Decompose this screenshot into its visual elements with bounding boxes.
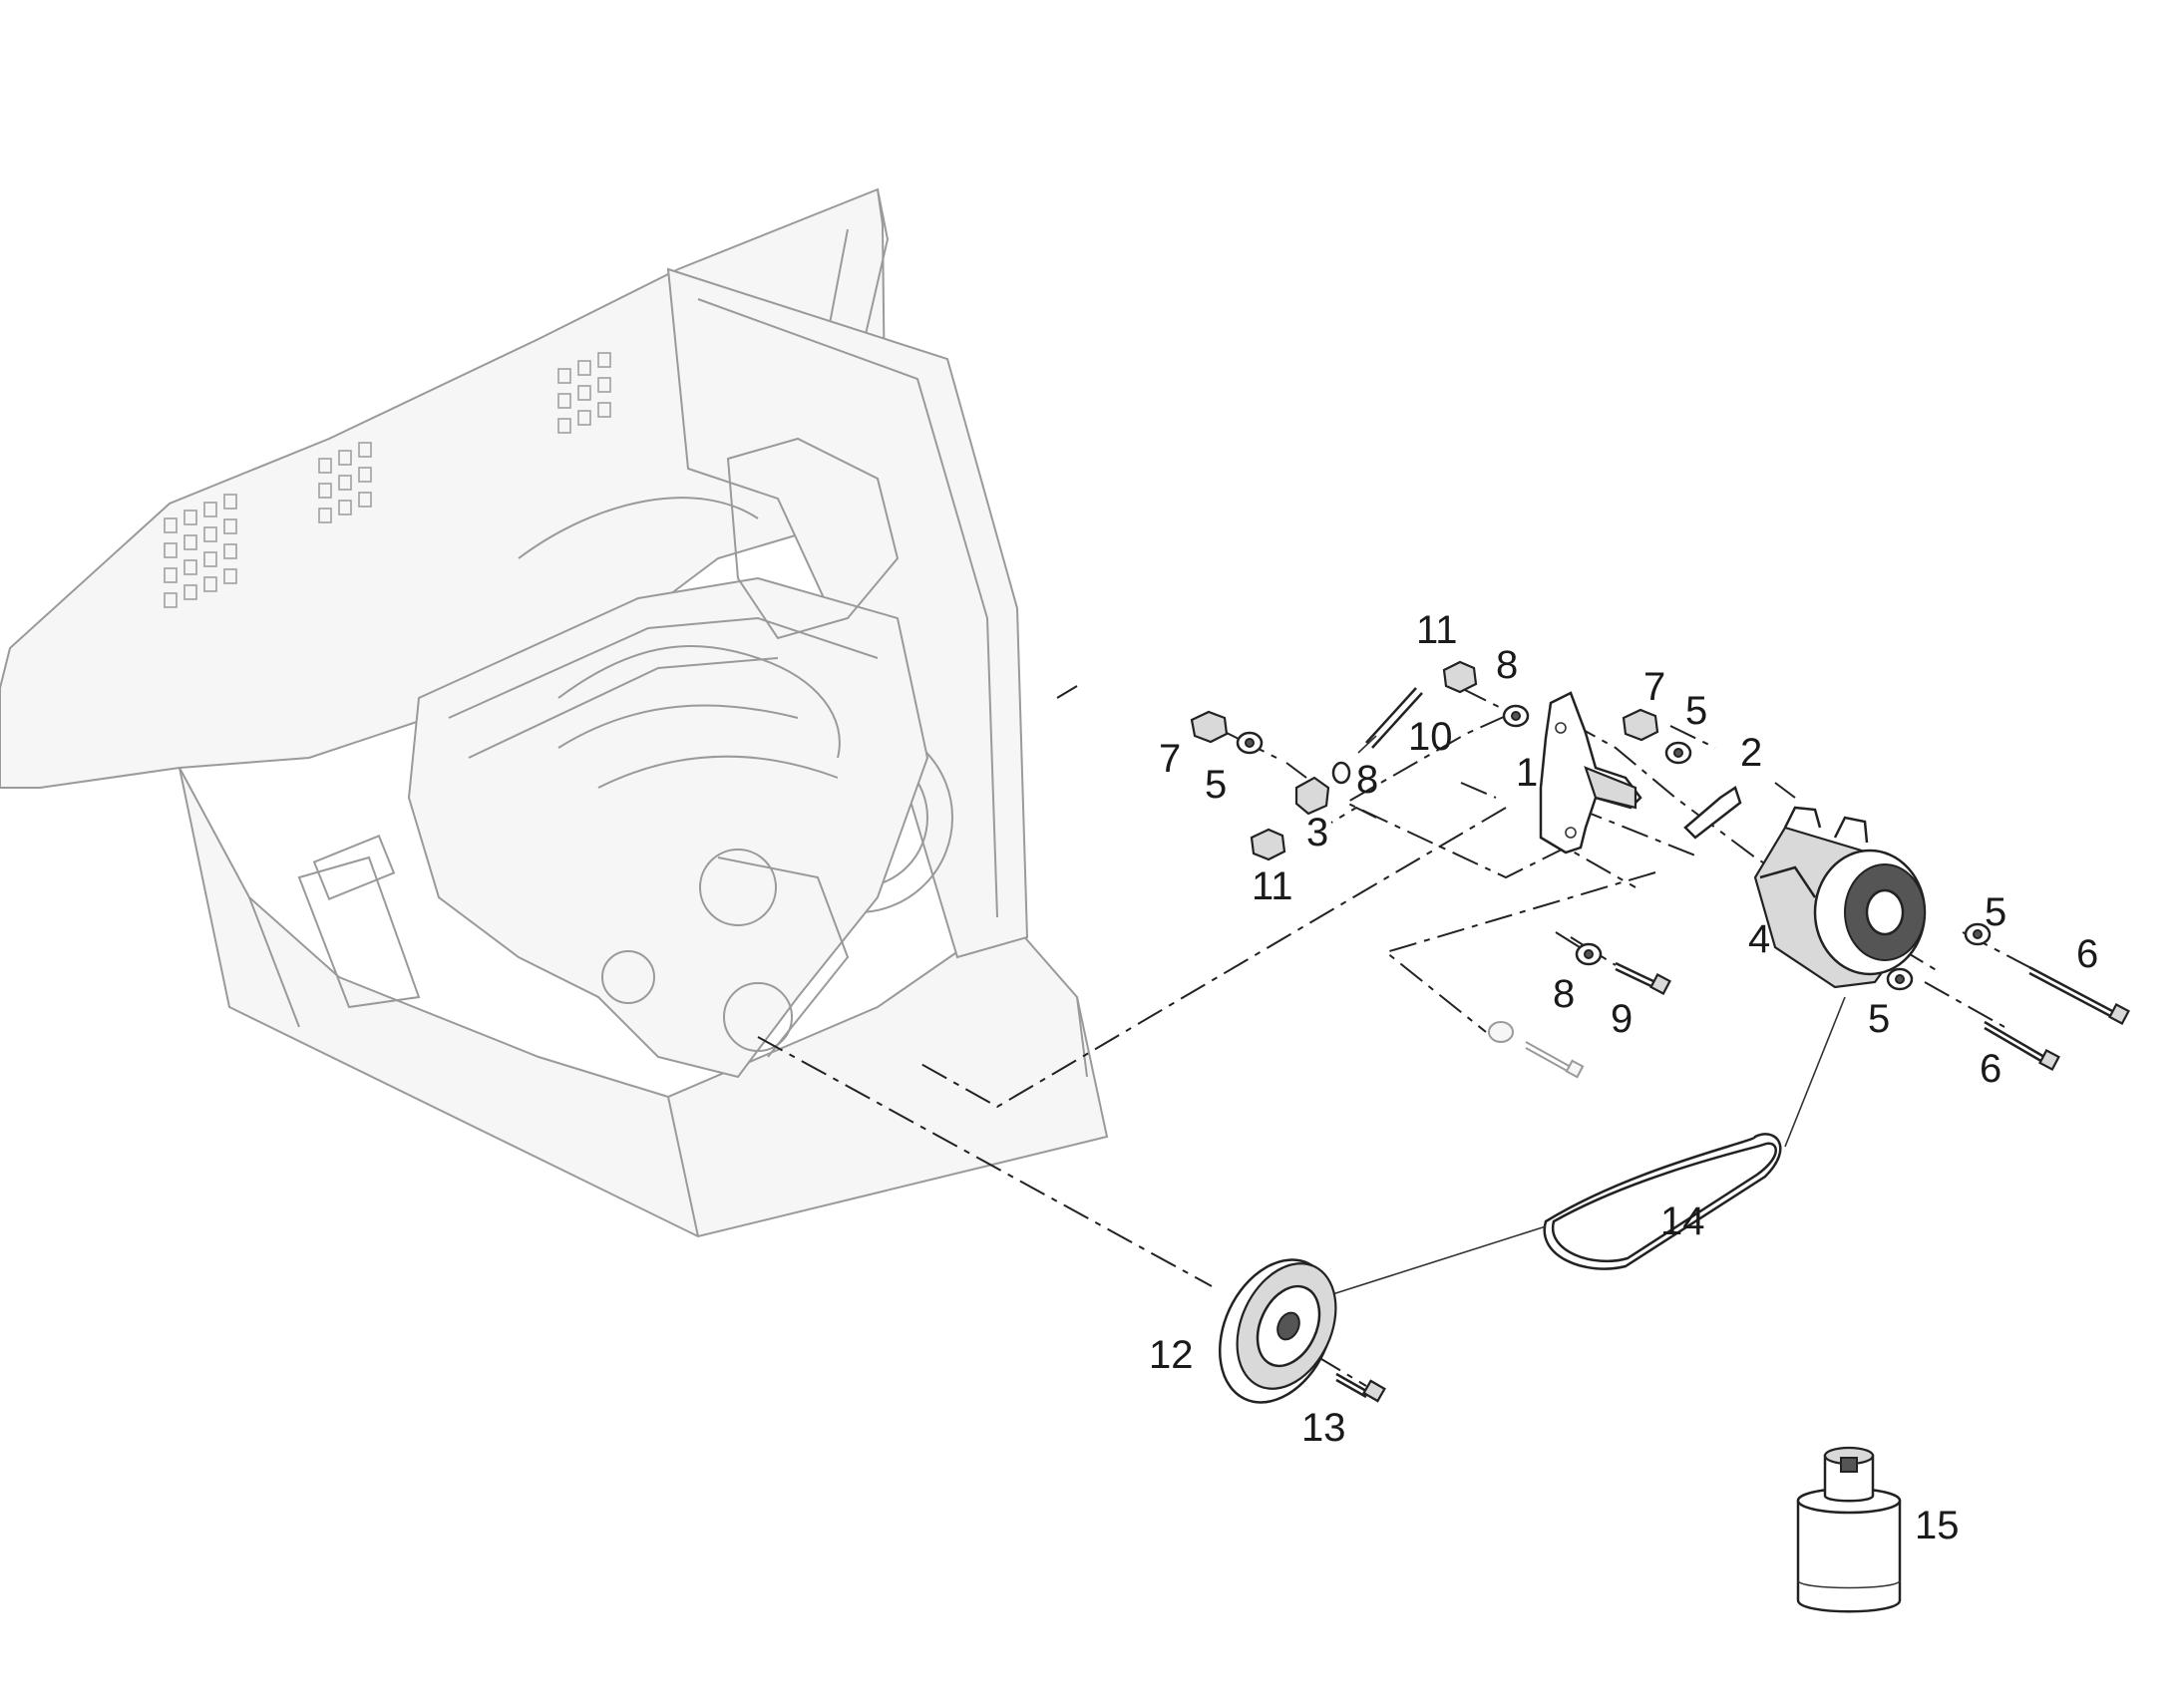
callout-11-bottom: 11 [1252,864,1293,908]
callout-8-top: 8 [1496,643,1518,687]
ac-compressor [1753,806,1927,989]
callout-8-mid: 8 [1356,758,1378,802]
engine-block [297,437,929,1079]
callout-2: 2 [1740,731,1762,775]
callout-7-left: 7 [1159,737,1181,781]
callout-7-right: 7 [1643,665,1665,709]
washers [1236,704,1992,1043]
callout-5-compressor-front: 5 [1985,890,2006,934]
callout-13: 13 [1301,1406,1346,1450]
callout-5-left: 5 [1205,763,1227,807]
panel-perforations [164,352,611,608]
stud-rod [1357,687,1423,754]
callout-5-compressor-bottom: 5 [1868,997,1890,1041]
callout-1: 1 [1516,751,1538,795]
callout-4: 4 [1748,917,1770,961]
pulley-bolt [1335,1372,1386,1403]
bolts [1525,961,2130,1079]
callout-10: 10 [1408,715,1453,759]
adjusting-arm [1683,786,1742,840]
crank-pulley [1218,1258,1337,1404]
callout-5-right-top: 5 [1685,689,1707,733]
callout-11-top: 11 [1416,608,1458,652]
adjuster-block [1294,776,1330,816]
nuts [1190,660,1659,861]
drive-belt [1325,996,1846,1297]
refrigerant-bottle [1796,1446,1902,1613]
callout-9: 9 [1611,997,1633,1041]
callout-15: 15 [1915,1504,1960,1547]
callout-8-bottom: 8 [1553,972,1575,1016]
callout-14: 14 [1660,1199,1705,1243]
callout-12: 12 [1149,1333,1194,1377]
callout-6-bottom: 6 [1980,1047,2001,1091]
callout-labels: 11 8 10 7 5 8 3 11 1 7 5 2 4 5 6 5 6 8 9… [1149,608,2098,1547]
compressor-bracket [1539,691,1642,854]
callout-3: 3 [1306,811,1328,854]
callout-6-top: 6 [2076,932,2098,976]
machine-frame [0,187,1109,1238]
